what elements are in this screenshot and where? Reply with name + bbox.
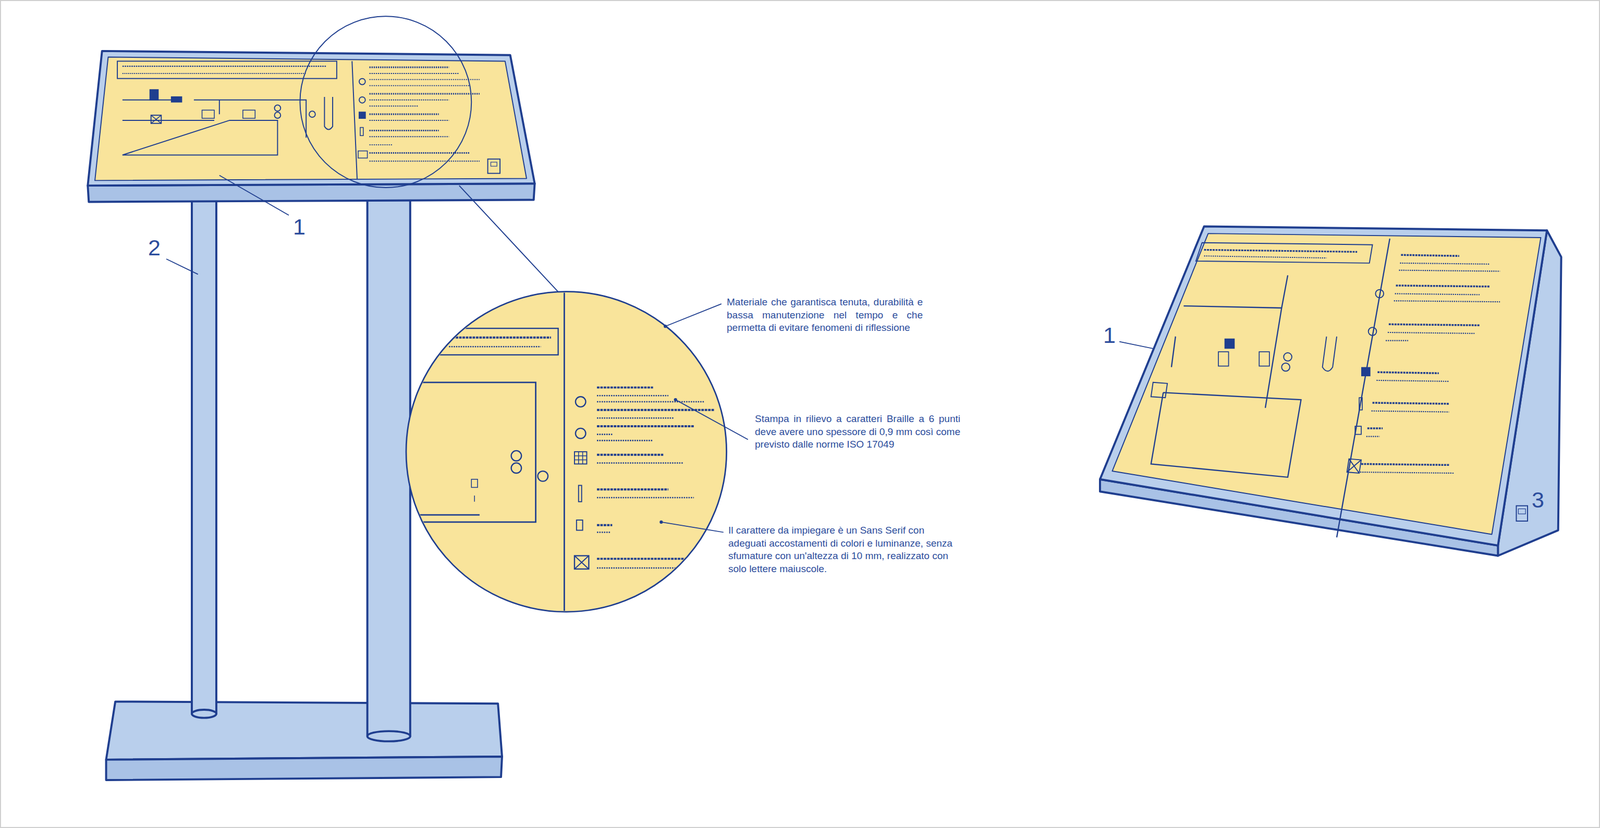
tactile-map-desk xyxy=(1151,238,1528,538)
callout-number: 3 xyxy=(1531,487,1545,513)
callout-number: 2 xyxy=(148,235,161,261)
callout-note: Il carattere da impiegare è un Sans Seri… xyxy=(728,524,956,576)
tactile-map-small xyxy=(117,60,500,180)
callout-number: 1 xyxy=(292,214,306,240)
zoom-detail xyxy=(399,290,727,615)
magnifier xyxy=(299,16,570,304)
callout-note: Stampa in rilievo a caratteri Braille a … xyxy=(754,412,961,452)
callout-note: Materiale che garantisca tenuta, durabil… xyxy=(726,296,923,335)
desk-wedge xyxy=(1100,226,1562,556)
callout-number: 1 xyxy=(1103,323,1116,348)
